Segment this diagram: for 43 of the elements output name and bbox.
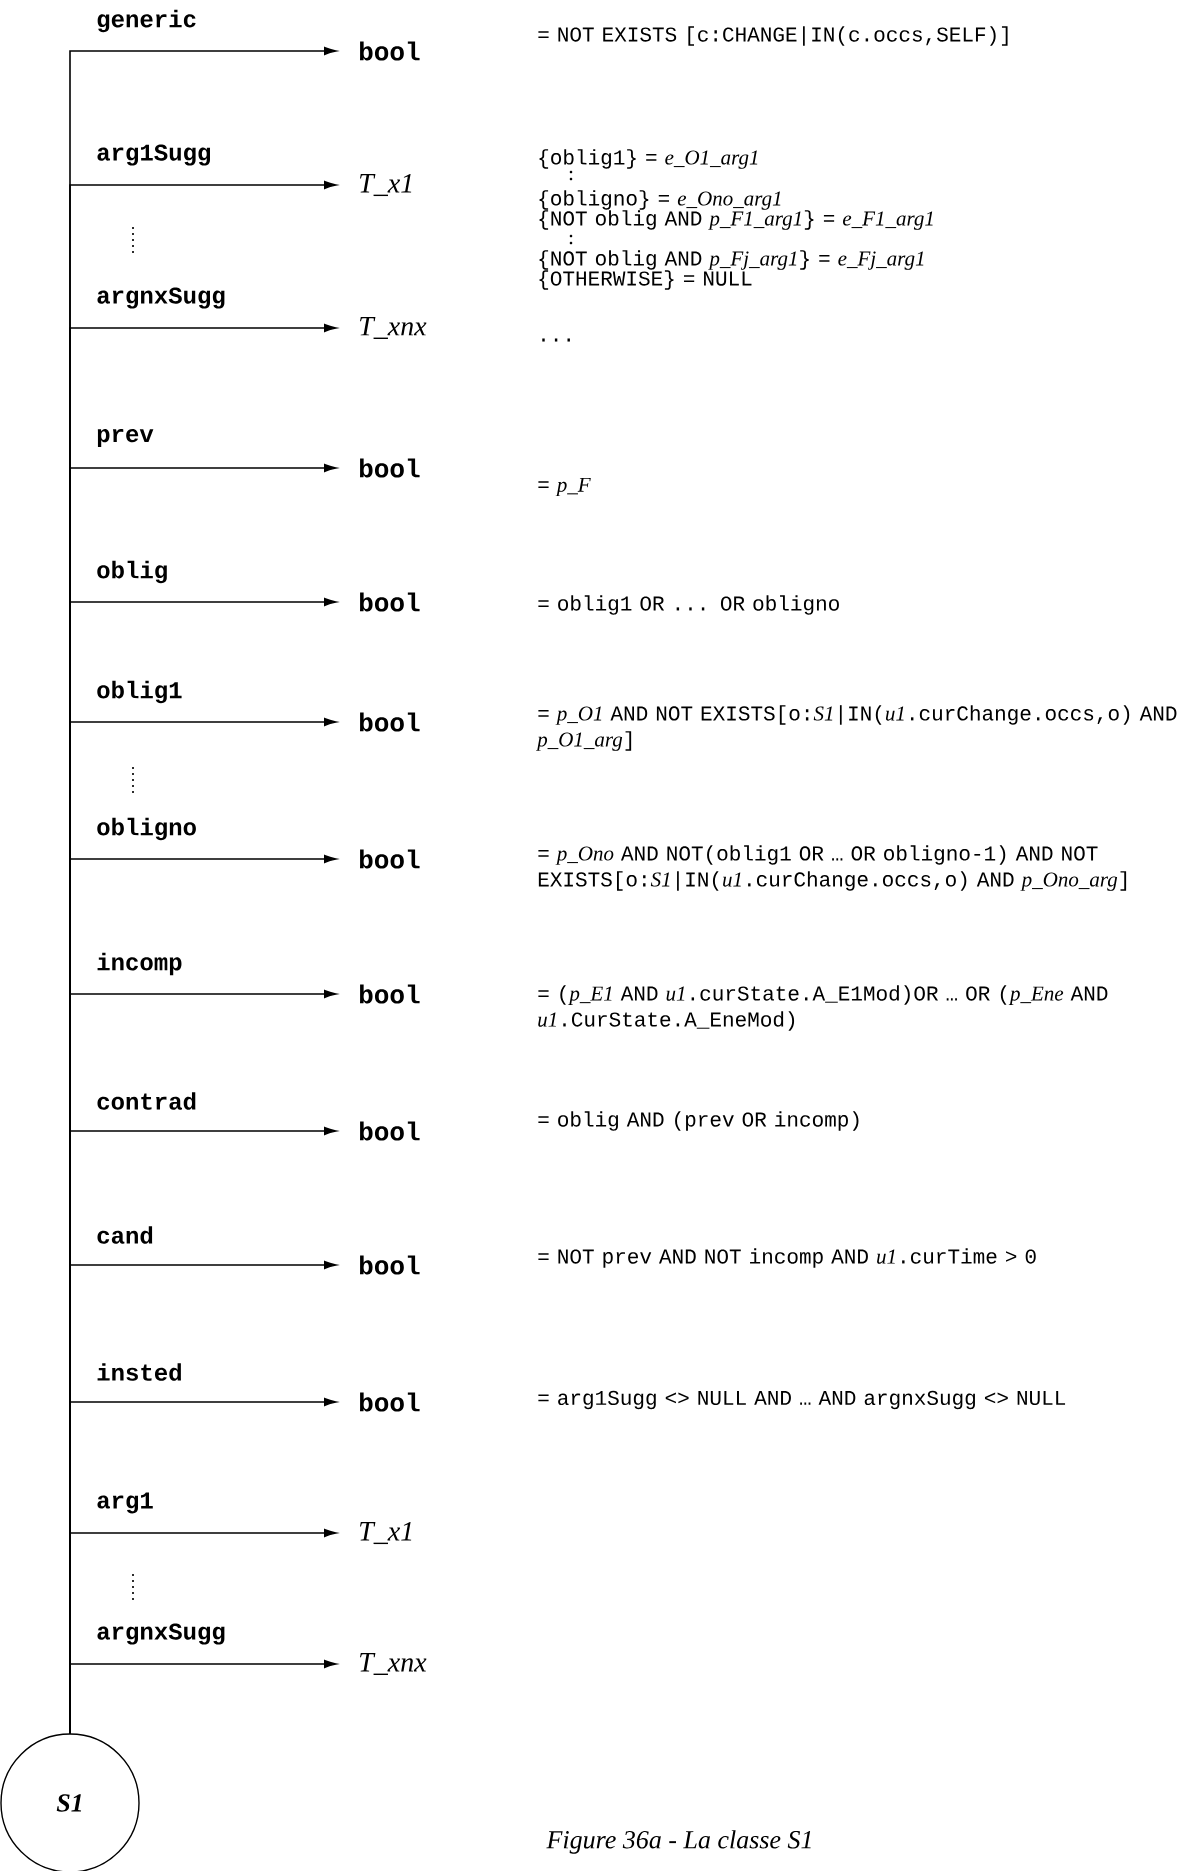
edge-label: argnxSugg bbox=[97, 287, 225, 309]
formula-text: = p_F bbox=[538, 477, 591, 497]
formula-text: {OTHERWISE} = NULL bbox=[539, 270, 752, 290]
formula-text: {NOT oblig AND p_F1_arg1} = e_F1_arg1 bbox=[539, 210, 933, 230]
edge-label: generic bbox=[97, 9, 196, 33]
edge-label: contrad bbox=[97, 1092, 196, 1110]
type-label: bool bbox=[360, 1255, 420, 1275]
type-label: bool bbox=[360, 1121, 420, 1141]
formula-text: {NOT oblig AND p_Fj_arg1} = e_Fj_arg1 bbox=[539, 250, 924, 270]
type-label: bool bbox=[360, 41, 420, 61]
formula-text: ... bbox=[542, 338, 570, 342]
formula-text: = oblig AND (prev OR incomp) bbox=[538, 1111, 859, 1131]
formula-text: = arg1Sugg <> NULL AND … AND argnxSugg <> NULL bbox=[538, 1390, 1066, 1410]
edge-label: obligno bbox=[97, 817, 196, 841]
edge-label: arg1 bbox=[97, 1492, 153, 1514]
formula-text: {oblig1} = e_O1_arg1 bbox=[539, 149, 758, 169]
type-label: T_xnx bbox=[360, 1653, 427, 1675]
edge-label: argnxSugg bbox=[97, 1623, 225, 1645]
edge-label: oblig bbox=[97, 560, 167, 584]
type-label: bool bbox=[360, 849, 420, 869]
formula-text: = oblig1 OR ... OR obligno bbox=[538, 595, 839, 615]
type-label: bool bbox=[360, 712, 420, 732]
type-label: bool bbox=[360, 458, 420, 478]
type-label: T_x1 bbox=[360, 173, 412, 197]
edge-label: cand bbox=[97, 1226, 153, 1244]
type-label: T_xnx bbox=[360, 317, 427, 339]
type-label: bool bbox=[360, 1392, 420, 1412]
edge-label: insted bbox=[97, 1363, 181, 1381]
formula-text: = NOT EXISTS [c:CHANGE|IN(c.occs,SELF)] bbox=[538, 26, 1008, 46]
formula-text: = p_Ono AND NOT(oblig1 OR … OR obligno-1) AND NOT EXISTS[o:S1|IN(u1.curChange.occs,o) AND p_Ono_arg] bbox=[538, 845, 1127, 891]
edge-label: arg1Sugg bbox=[97, 144, 211, 166]
arrow bbox=[69, 1659, 337, 1735]
edge-label: oblig1 bbox=[97, 680, 182, 704]
caption: Figure 36a - La classe S1 bbox=[546, 1830, 811, 1854]
formula-text: = NOT prev AND NOT incomp AND u1.curTime > 0 bbox=[538, 1248, 1036, 1268]
edge-label: incomp bbox=[97, 952, 182, 976]
type-label: bool bbox=[360, 984, 420, 1004]
formula-text: {obligno} = e_Ono_arg1 bbox=[539, 190, 781, 210]
formula-text: = (p_E1 AND u1.curState.A_E1Mod)OR … OR (p_Ene AND u1.CurState.A_EneMod) bbox=[538, 985, 1108, 1031]
type-label: T_x1 bbox=[360, 1522, 412, 1545]
formula-text: = p_O1 AND NOT EXISTS[o:S1|IN(u1.curChange.occs,o) AND p_O1_arg] bbox=[536, 705, 1177, 751]
edge-label: prev bbox=[97, 429, 154, 447]
type-label: bool bbox=[360, 592, 420, 612]
